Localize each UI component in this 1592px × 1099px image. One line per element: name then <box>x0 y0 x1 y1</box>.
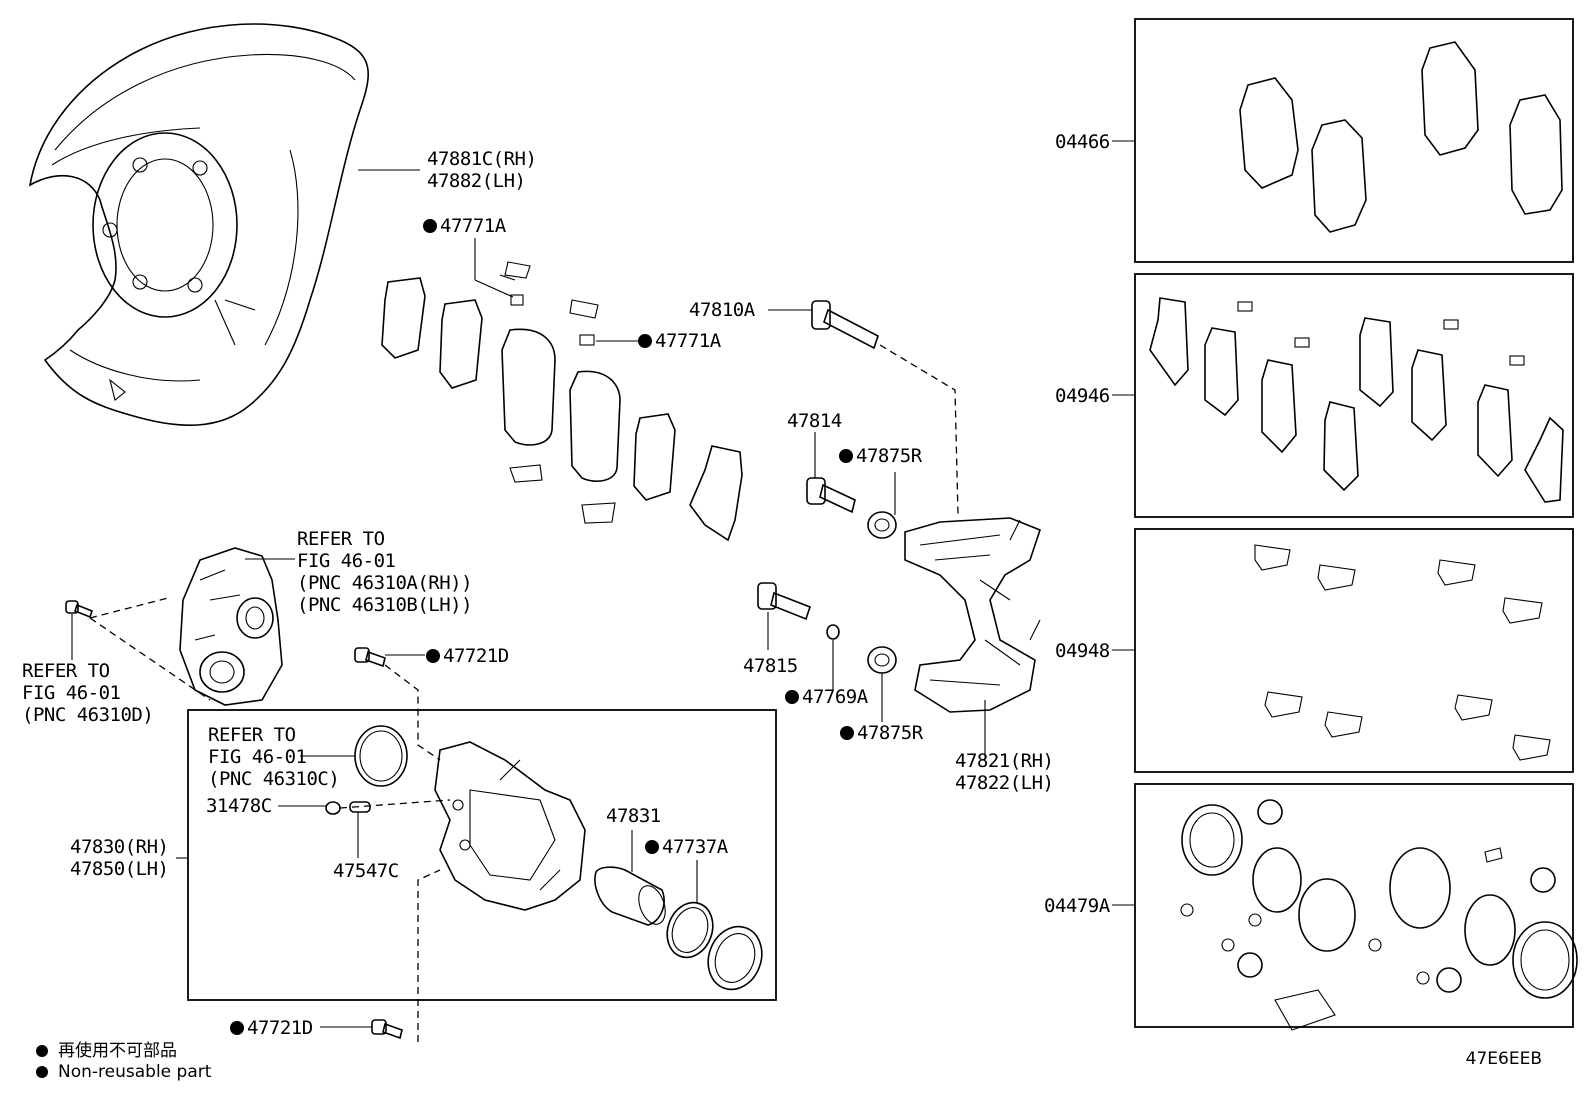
kit-leaders <box>1112 140 1135 906</box>
label-47822: 47822(LH) <box>955 772 1054 794</box>
refer-line: REFER TO <box>297 528 385 550</box>
label-47831: 47831 <box>606 805 661 827</box>
label-47815: 47815 <box>743 655 798 677</box>
seal-ring-refer-drawing <box>354 725 408 787</box>
bolt-47721d-lower-dash <box>417 869 441 1042</box>
pin-47815-drawing <box>757 582 811 621</box>
refer-line: (PNC 46310D) <box>22 704 154 726</box>
bolt-47721d-upper-dash <box>384 664 441 761</box>
label-47830: 47830(RH) <box>70 836 169 858</box>
diagram-code: 47E6EEB <box>1465 1049 1542 1069</box>
refer-line: (PNC 46310A(RH)) <box>297 572 473 594</box>
label-47814: 47814 <box>787 410 842 432</box>
hub-bolt-drawing <box>65 600 93 619</box>
legend-text-jp: 再使用不可部品 <box>58 1041 177 1061</box>
caliper-cylinder-drawing <box>434 741 586 911</box>
pads-drawing <box>381 261 743 542</box>
refer-knuckle: REFER TO FIG 46-01 (PNC 46310A(RH)) (PNC… <box>297 528 473 616</box>
label-47721d-lower: 47721D <box>230 1017 313 1039</box>
label-47771a-lower: 47771A <box>638 330 721 352</box>
label-04479a: 04479A <box>1044 895 1110 917</box>
non-reusable-dot <box>840 726 854 740</box>
non-reusable-dot <box>645 840 659 854</box>
boot-47875r-upper <box>867 511 897 539</box>
refer-hub-bolt: REFER TO FIG 46-01 (PNC 46310D) <box>22 660 154 726</box>
boot-47875r-lower <box>867 646 897 674</box>
legend-en: Non-reusable part <box>36 1062 211 1082</box>
label-47881c: 47881C(RH) <box>427 148 537 170</box>
non-reusable-dot <box>230 1021 244 1035</box>
refer-line: REFER TO <box>208 724 296 746</box>
label-47882: 47882(LH) <box>427 170 526 192</box>
label-31478c: 31478C <box>206 795 272 817</box>
label-47821: 47821(RH) <box>955 750 1054 772</box>
label-47547c: 47547C <box>333 860 399 882</box>
part-number: 47875R <box>856 445 922 467</box>
knuckle-drawing <box>179 547 283 706</box>
boot-ring-drawing <box>707 925 763 991</box>
kit-04948-clips <box>1254 544 1551 761</box>
bolt-47721d-upper-drawing <box>354 647 386 668</box>
refer-line: (PNC 46310B(LH)) <box>297 594 473 616</box>
label-47737a: 47737A <box>645 836 728 858</box>
label-47875r-upper: 47875R <box>839 445 922 467</box>
part-number: 47721D <box>247 1017 313 1039</box>
part-number: 47737A <box>662 836 728 858</box>
label-04466: 04466 <box>1055 131 1110 153</box>
piston-47831-drawing <box>594 866 666 926</box>
legend-jp: 再使用不可部品 <box>36 1036 177 1061</box>
refer-line: FIG 46-01 <box>22 682 121 704</box>
non-reusable-dot <box>839 449 853 463</box>
bolt-47810a-dash <box>879 344 959 516</box>
cylinder-assembly-box <box>187 709 777 1001</box>
knuckle-dash-2 <box>89 617 211 701</box>
label-04948: 04948 <box>1055 640 1110 662</box>
non-reusable-dot <box>36 1066 48 1078</box>
plug-31478c-drawing <box>325 801 341 815</box>
refer-line: (PNC 46310C) <box>208 768 340 790</box>
legend-text-en: Non-reusable part <box>58 1062 212 1082</box>
seal-47737a-drawing <box>666 901 714 959</box>
part-number: 47875R <box>857 722 923 744</box>
label-47875r-lower: 47875R <box>840 722 923 744</box>
pin-47814-drawing <box>806 477 856 514</box>
part-number: 47771A <box>655 330 721 352</box>
dust-shield-drawing <box>28 23 370 427</box>
label-47810a: 47810A <box>689 299 755 321</box>
label-04946: 04946 <box>1055 385 1110 407</box>
kit-04946-shims <box>1149 297 1564 503</box>
label-47771a-upper: 47771A <box>423 215 506 237</box>
non-reusable-dot <box>638 334 652 348</box>
non-reusable-dot <box>785 690 799 704</box>
refer-seal-ring: REFER TO FIG 46-01 (PNC 46310C) <box>208 724 340 790</box>
non-reusable-dot <box>423 219 437 233</box>
mount-bracket-drawing <box>904 517 1041 713</box>
non-reusable-dot <box>36 1045 48 1057</box>
bleeder-47547c-drawing <box>349 801 371 813</box>
kit-04466-pads <box>1239 41 1563 233</box>
knuckle-dash-1 <box>89 597 169 619</box>
label-47769a: 47769A <box>785 686 868 708</box>
part-number: 47769A <box>802 686 868 708</box>
bolt-47810a-drawing <box>811 300 879 350</box>
kit-box-04948 <box>1134 528 1574 773</box>
refer-line: REFER TO <box>22 660 110 682</box>
refer-line: FIG 46-01 <box>208 746 307 768</box>
refer-line: FIG 46-01 <box>297 550 396 572</box>
part-number: 47771A <box>440 215 506 237</box>
non-reusable-dot <box>426 649 440 663</box>
bolt-47721d-lower-drawing <box>371 1019 403 1040</box>
label-47850: 47850(LH) <box>70 858 169 880</box>
clip-leader-1b <box>474 279 514 298</box>
label-47721d-upper: 47721D <box>426 645 509 667</box>
kit-04479a-seals <box>1180 799 1578 1031</box>
ring-47769a-drawing <box>826 624 840 640</box>
part-number: 47721D <box>443 645 509 667</box>
bleeder-dash <box>339 799 451 809</box>
